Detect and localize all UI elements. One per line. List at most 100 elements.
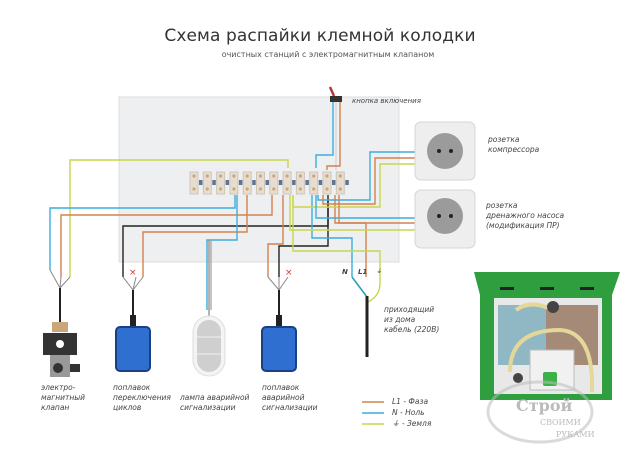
alarm-float: × xyxy=(261,268,297,372)
septic-tank-illustration xyxy=(474,272,620,400)
alarm-lamp-label: лампа аварийной сигнализации xyxy=(180,393,249,413)
wire-socket2-ground xyxy=(289,195,415,231)
watermark xyxy=(486,380,594,444)
terminal-screw xyxy=(312,174,316,178)
label-line: электро- xyxy=(41,383,76,392)
terminal-segment xyxy=(229,171,239,195)
diagram-title: Схема распайки клемной колодки xyxy=(164,26,476,46)
wire-alarm-float-black xyxy=(278,200,329,277)
terminal-screw xyxy=(205,187,209,191)
terminal-screw xyxy=(325,174,329,178)
legend-item-phase: L1 - Фаза xyxy=(392,397,429,406)
socket-compressor-label: розетка компрессора xyxy=(488,135,539,155)
incoming-cable-label: приходящий из дома кабель (220В) xyxy=(384,305,439,335)
watermark-brand: Строй xyxy=(516,396,573,415)
label-line: кабель (220В) xyxy=(384,325,440,334)
cycle-float: × xyxy=(115,268,151,372)
socket-drain-pump-label: розетка дренажного насоса (модификация П… xyxy=(486,201,564,231)
terminal-screw xyxy=(192,187,196,191)
terminal-connector xyxy=(345,180,349,185)
terminal-screw xyxy=(232,174,236,178)
terminal-segment xyxy=(269,171,279,195)
svg-text:×: × xyxy=(285,268,293,278)
solenoid-valve-label: электро- магнитный клапан xyxy=(41,383,85,413)
legend-item-ground: ⏚ - Земля xyxy=(392,419,432,428)
terminal-segment xyxy=(322,171,332,195)
legend: L1 - Фаза N - Ноль ⏚ - Земля xyxy=(392,397,431,430)
terminal-screw xyxy=(232,187,236,191)
terminal-screw xyxy=(338,174,342,178)
terminal-block xyxy=(189,171,349,195)
wire-button-phase xyxy=(326,102,341,170)
wires xyxy=(49,102,415,310)
label-line: (модификация ПР) xyxy=(486,221,560,230)
cycle-float-label: поплавок переключения циклов xyxy=(113,383,171,413)
terminal-connector xyxy=(265,180,269,185)
label-line: дренажного насоса xyxy=(486,211,565,220)
wire-socket2-phase xyxy=(338,195,415,224)
terminal-screw xyxy=(272,174,276,178)
terminal-connector xyxy=(292,180,296,185)
svg-text:×: × xyxy=(129,268,137,278)
label-line: магнитный xyxy=(41,393,86,402)
terminal-screw xyxy=(219,187,223,191)
label-line: переключения xyxy=(113,393,171,402)
terminal-segment xyxy=(309,171,319,195)
socket-drain-pump xyxy=(414,189,476,249)
terminal-screw xyxy=(245,174,249,178)
label-line: клапан xyxy=(41,403,70,412)
terminal-segment xyxy=(189,171,199,195)
label-line: поплавок xyxy=(262,383,300,392)
wire-valve-neutral xyxy=(49,195,236,270)
label-line: розетка xyxy=(488,135,520,144)
label-line: розетка xyxy=(486,201,518,210)
terminal-connector xyxy=(225,180,230,185)
socket-compressor xyxy=(414,121,476,181)
terminal-screw xyxy=(258,187,263,191)
power-button xyxy=(330,96,342,102)
wire-incoming-ground xyxy=(292,195,381,303)
terminal-segment xyxy=(216,171,226,195)
solenoid-valve xyxy=(43,269,80,377)
terminal-connector xyxy=(238,180,243,185)
wire-valve-phase xyxy=(60,195,273,277)
watermark-line3: РУКАМИ xyxy=(556,430,595,439)
terminal-n-label: N xyxy=(342,268,348,276)
terminal-screw xyxy=(245,187,249,191)
legend-item-neutral: N - Ноль xyxy=(392,408,425,417)
terminal-segment xyxy=(295,171,305,195)
terminal-connector xyxy=(252,180,256,185)
terminal-screw xyxy=(298,187,302,191)
terminal-screw xyxy=(285,187,289,191)
terminal-connector xyxy=(305,180,309,185)
wire-alarm-float-phase xyxy=(267,195,284,277)
label-line: лампа аварийной xyxy=(180,393,250,402)
terminal-segment xyxy=(335,171,345,195)
label-line: циклов xyxy=(113,403,142,412)
wire-incoming-neutral xyxy=(311,195,353,277)
label-line: сигнализации xyxy=(180,403,236,412)
terminal-screw xyxy=(205,174,209,178)
label-line: поплавок xyxy=(113,383,151,392)
watermark-line2: СВОИМИ xyxy=(540,418,581,427)
label-line: компрессора xyxy=(488,145,540,154)
terminal-connector xyxy=(318,180,323,185)
terminal-connector xyxy=(212,180,216,185)
alarm-float-label: поплавок аварийной сигнализации xyxy=(262,383,318,413)
incoming-cable xyxy=(351,276,369,357)
wire-valve-ground xyxy=(69,159,289,277)
wire-cycle-float-phase xyxy=(142,195,248,277)
terminal-screw xyxy=(325,187,329,191)
terminal-l1-label: L1 xyxy=(358,268,368,276)
diagram-subtitle: очистных станций с электромагнитным клап… xyxy=(221,50,435,59)
terminal-connector xyxy=(199,180,203,185)
label-line: сигнализации xyxy=(262,403,318,412)
terminal-ground-label: ⏚ xyxy=(376,268,383,275)
wire-socket1-neutral xyxy=(317,151,415,201)
legend-swatches xyxy=(362,401,384,425)
terminal-screw xyxy=(219,174,223,178)
label-line: приходящий xyxy=(384,305,435,314)
terminal-screw xyxy=(298,174,302,178)
terminal-connector xyxy=(332,180,336,185)
